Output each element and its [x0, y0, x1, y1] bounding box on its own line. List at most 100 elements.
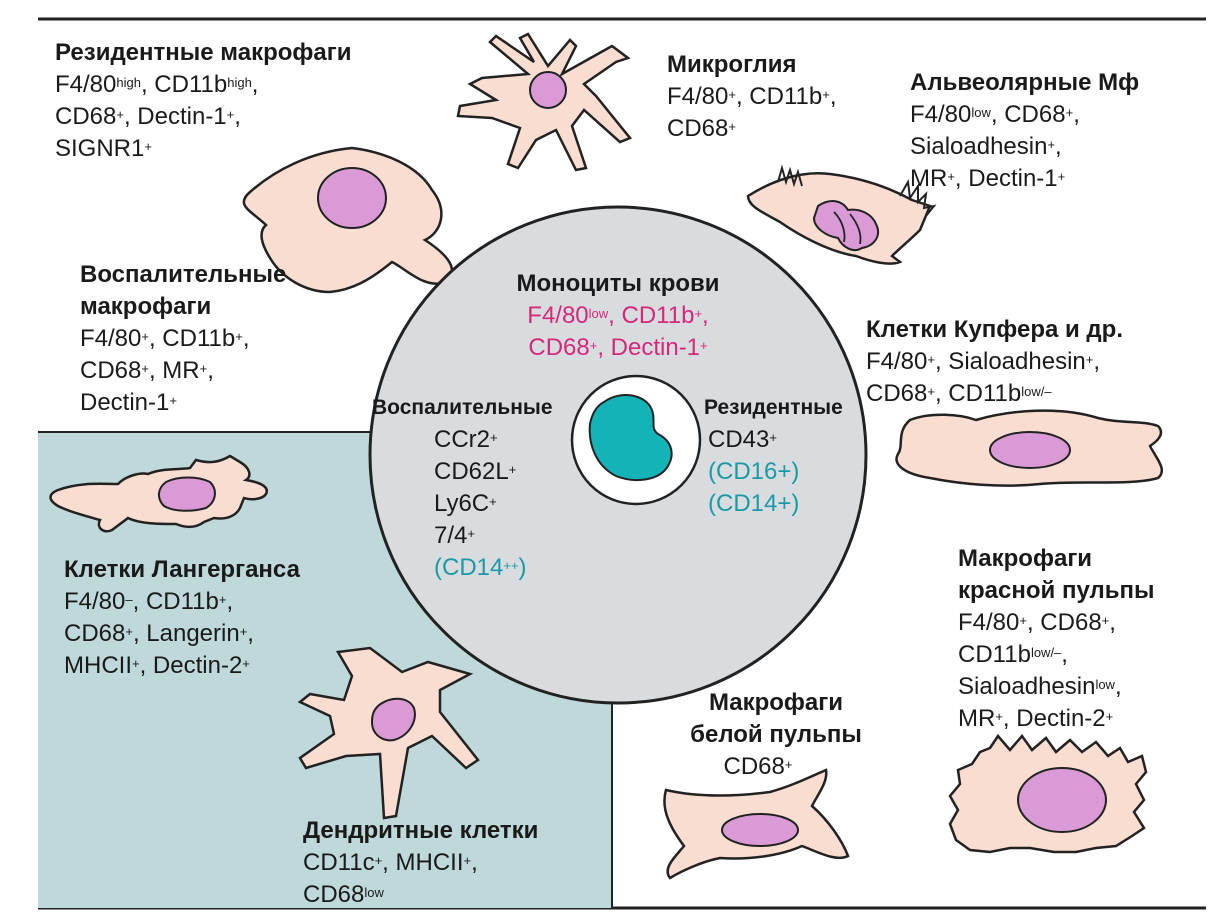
monocyte-cell: [572, 376, 700, 504]
marker-superscript: +: [240, 624, 248, 639]
alveolar-macrophages-marker: MR+, Dectin-1+: [910, 163, 1139, 195]
resident-monocytes-extra-marker: (CD14+): [708, 488, 843, 520]
inflammatory-macrophages-marker: F4/80+, CD11b+,: [80, 323, 286, 355]
blood-monocytes-title: Моноциты крови: [468, 268, 768, 300]
white-pulp-macrophages-title: Макрофаги: [666, 687, 886, 719]
resident-macrophages-marker: CD68+, Dectin-1+,: [55, 101, 352, 133]
inflammatory-macrophages-title: Воспалительные: [80, 259, 286, 291]
alveolar-macrophages-marker: Sialoadhesin+,: [910, 131, 1139, 163]
red-pulp-macrophages-title: красной пульпы: [958, 575, 1154, 607]
marker-superscript: +: [1102, 613, 1110, 628]
resident-macrophages-marker: SIGNR1+: [55, 133, 352, 165]
white-pulp-macrophage-cell: [664, 770, 848, 878]
marker-superscript: +: [1058, 169, 1066, 184]
marker-superscript: +: [822, 87, 830, 102]
marker-superscript: +: [125, 624, 133, 639]
red-pulp-macrophages-label: Макрофаги красной пульпы F4/80+, CD68+, …: [958, 543, 1154, 735]
marker-superscript: +: [169, 393, 177, 408]
langerhans-cells-title: Клетки Лангерганса: [64, 554, 300, 586]
marker-superscript: +: [219, 592, 227, 607]
blood-monocytes-marker: F4/80low, CD11b+,: [468, 300, 768, 332]
marker-superscript: high: [116, 75, 141, 90]
microglia-label: Микроглия F4/80+, CD11b+, CD68+: [667, 49, 837, 145]
marker-superscript: +: [141, 329, 149, 344]
marker-superscript: +: [235, 329, 243, 344]
red-pulp-macrophages-marker: MR+, Dectin-2+: [958, 703, 1154, 735]
marker-superscript: low/–: [1021, 384, 1051, 399]
langerhans-cells-marker: F4/80–, CD11b+,: [64, 586, 300, 618]
inflammatory-macrophages-title: макрофаги: [80, 291, 286, 323]
microglia-marker: F4/80+, CD11b+,: [667, 81, 837, 113]
marker-superscript: +: [509, 462, 517, 477]
marker-superscript: +: [728, 119, 736, 134]
marker-superscript: +: [927, 352, 935, 367]
marker-superscript: +: [132, 656, 140, 671]
dendritic-cells-marker: CD11c+, MHCII+,: [303, 847, 538, 879]
marker-superscript: +: [1066, 105, 1074, 120]
inflammatory-monocytes-marker: CCr2+: [434, 424, 553, 456]
inflammatory-monocytes-marker: Ly6C+: [434, 488, 553, 520]
inflammatory-macrophages-marker: Dectin-1+: [80, 387, 286, 419]
kupffer-cell: [896, 411, 1161, 486]
langerhans-cells-marker: MHCII+, Dectin-2+: [64, 650, 300, 682]
marker-superscript: +: [995, 709, 1003, 724]
marker-superscript: +: [141, 361, 149, 376]
alveolar-macrophages-label: Альвеолярные Мф F4/80low, CD68+, Siaload…: [910, 67, 1139, 195]
resident-monocytes-label: Резидентные CD43+ (CD16+) (CD14+): [704, 392, 843, 520]
resident-macrophages-title: Резидентные макрофаги: [55, 37, 352, 69]
marker-superscript: +: [927, 384, 935, 399]
marker-superscript: +: [1019, 613, 1027, 628]
microglia-cell: [458, 34, 630, 170]
kupffer-cells-marker: F4/80+, Sialoadhesin+,: [866, 346, 1123, 378]
resident-monocytes-marker: CD43+: [708, 424, 843, 456]
red-pulp-macrophages-marker: Sialoadhesinlow,: [958, 671, 1154, 703]
marker-superscript: +: [116, 107, 124, 122]
marker-superscript: +: [1106, 709, 1114, 724]
inflammatory-monocytes-marker: 7/4+: [434, 520, 553, 552]
marker-superscript: +: [200, 361, 208, 376]
microglia-marker: CD68+: [667, 113, 837, 145]
marker-superscript: +: [490, 430, 498, 445]
inflammatory-monocytes-marker: CD62L+: [434, 456, 553, 488]
inflammatory-monocytes-title: Воспалительные: [372, 392, 553, 424]
dendritic-cells-title: Дендритные клетки: [303, 815, 538, 847]
red-pulp-macrophages-marker: F4/80+, CD68+,: [958, 607, 1154, 639]
marker-superscript: +: [728, 87, 736, 102]
marker-superscript: +: [227, 107, 235, 122]
marker-superscript: low/–: [1031, 645, 1061, 660]
red-pulp-macrophages-marker: CD11blow/–,: [958, 639, 1154, 671]
marker-superscript: low: [589, 306, 609, 321]
marker-superscript: +: [785, 757, 793, 772]
inflammatory-monocytes-extra-marker: (CD14++): [434, 552, 553, 584]
dendritic-cells-label: Дендритные клетки CD11c+, MHCII+, CD68lo…: [303, 815, 538, 911]
alveolar-macrophages-marker: F4/80low, CD68+,: [910, 99, 1139, 131]
white-pulp-macrophages-label: Макрофаги белой пульпы CD68+: [666, 687, 886, 783]
dendritic-cells-marker: CD68low: [303, 879, 538, 911]
marker-superscript: +: [375, 853, 383, 868]
marker-superscript: high: [227, 75, 252, 90]
marker-superscript: +: [590, 338, 598, 353]
langerhans-cells-label: Клетки Лангерганса F4/80–, CD11b+, CD68+…: [64, 554, 300, 682]
marker-superscript: +: [1047, 137, 1055, 152]
blood-monocytes-label: Моноциты крови F4/80low, CD11b+, CD68+, …: [468, 268, 768, 364]
marker-superscript: –: [125, 592, 132, 607]
marker-superscript: low: [364, 885, 384, 900]
marker-superscript: +: [489, 494, 497, 509]
kupffer-cells-title: Клетки Купфера и др.: [866, 314, 1123, 346]
resident-monocytes-title: Резидентные: [704, 392, 843, 424]
alveolar-macrophage-cell: [748, 168, 934, 264]
marker-superscript: +: [464, 853, 472, 868]
resident-macrophages-marker: F4/80high, CD11bhigh,: [55, 69, 352, 101]
langerhans-cells-marker: CD68+, Langerin+,: [64, 618, 300, 650]
marker-superscript: low: [1095, 677, 1115, 692]
marker-superscript: +: [694, 306, 702, 321]
blood-monocytes-marker: CD68+, Dectin-1+: [468, 332, 768, 364]
white-pulp-macrophages-title: белой пульпы: [666, 719, 886, 751]
marker-superscript: +: [242, 656, 250, 671]
inflammatory-monocytes-label: Воспалительные CCr2+ CD62L+ Ly6C+ 7/4+ (…: [372, 392, 553, 584]
marker-superscript: +: [769, 430, 777, 445]
red-pulp-macrophage-cell: [950, 736, 1146, 852]
white-pulp-macrophages-marker: CD68+: [666, 751, 886, 783]
resident-monocytes-extra-marker: (CD16+): [708, 456, 843, 488]
marker-superscript: +: [1086, 352, 1094, 367]
